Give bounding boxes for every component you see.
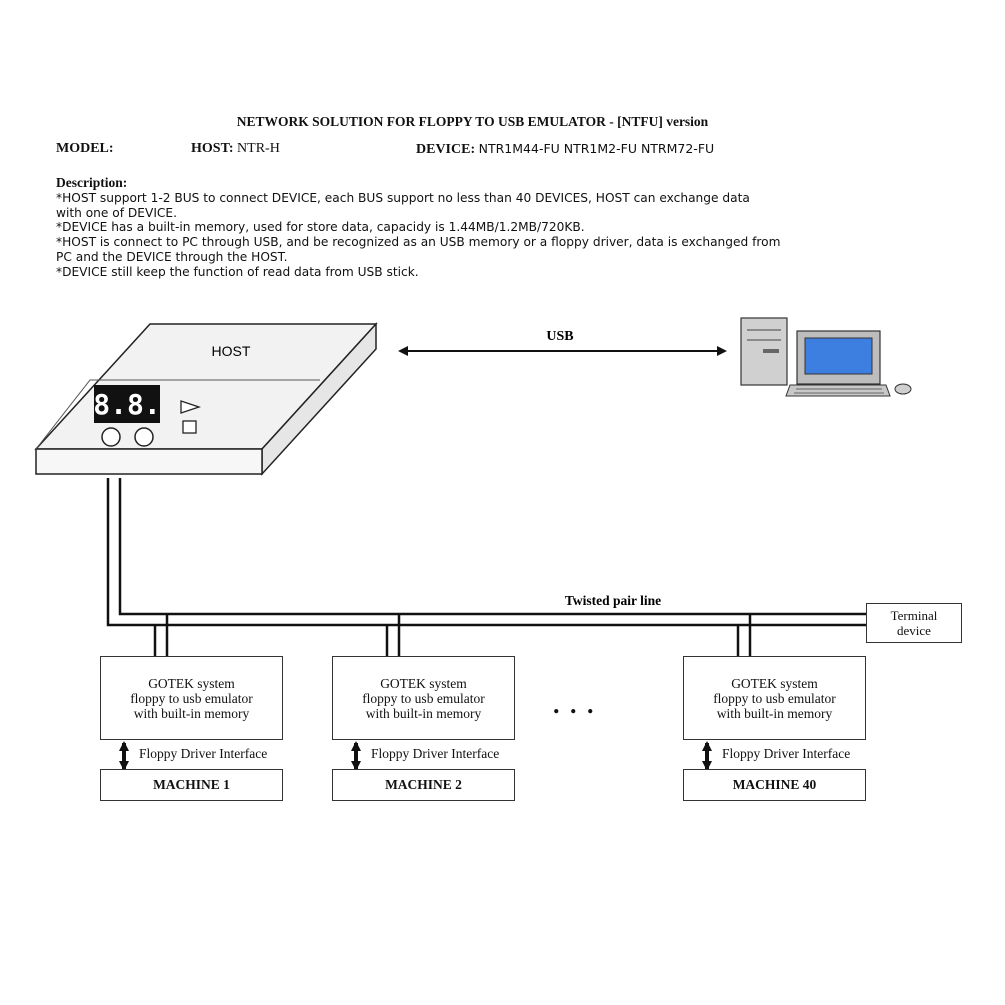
gotek-device-2: GOTEK system floppy to usb emulator with…	[332, 656, 515, 740]
device-line: with built-in memory	[133, 706, 250, 721]
device-line: with built-in memory	[365, 706, 482, 721]
host-display-digits: 8.8.	[93, 388, 160, 421]
description-line: *HOST is connect to PC through USB, and …	[56, 235, 781, 250]
pc-icon	[740, 317, 912, 397]
host-device: 8.8. HOST	[34, 322, 378, 476]
machine-1: MACHINE 1	[100, 769, 283, 801]
interface-label-2: Floppy Driver Interface	[371, 746, 500, 761]
host-label: HOST	[212, 343, 251, 359]
description-line: with one of DEVICE.	[56, 205, 178, 220]
ellipsis: . . .	[553, 690, 596, 719]
interface-label-1: Floppy Driver Interface	[139, 746, 268, 761]
device-line: GOTEK system	[148, 676, 235, 691]
machine-2: MACHINE 2	[332, 769, 515, 801]
interface-label-40: Floppy Driver Interface	[722, 746, 851, 761]
device-line: with built-in memory	[716, 706, 833, 721]
terminal-label-line: Terminal	[890, 608, 938, 623]
device-model-value: NTR1M44-FU NTR1M2-FU NTRM72-FU	[478, 141, 715, 156]
terminal-label-line: device	[897, 623, 931, 638]
device-line: GOTEK system	[731, 676, 818, 691]
device-line: floppy to usb emulator	[130, 691, 253, 706]
device-line: floppy to usb emulator	[713, 691, 836, 706]
device-line: floppy to usb emulator	[362, 691, 485, 706]
host-model-label: HOST:	[191, 141, 234, 156]
gotek-device-40: GOTEK system floppy to usb emulator with…	[683, 656, 866, 740]
description-line: *DEVICE still keep the function of read …	[56, 264, 419, 279]
description: Description: *HOST support 1-2 BUS to co…	[56, 175, 781, 280]
usb-label: USB	[546, 329, 573, 344]
host-display	[94, 385, 160, 423]
host-button-right	[134, 427, 154, 447]
device-model: DEVICE: NTR1M44-FU NTR1M2-FU NTRM72-FU	[416, 141, 714, 158]
device-model-label: DEVICE:	[416, 142, 476, 157]
description-heading: Description:	[56, 175, 128, 190]
page-title: NETWORK SOLUTION FOR FLOPPY TO USB EMULA…	[236, 114, 709, 129]
host-model: HOST: NTR-H	[191, 141, 280, 157]
twisted-pair-line	[106, 478, 866, 656]
host-model-value: NTR-H	[237, 141, 280, 156]
machine-40: MACHINE 40	[683, 769, 866, 801]
device-line: GOTEK system	[380, 676, 467, 691]
twisted-pair-label: Twisted pair line	[565, 593, 661, 608]
host-button-left	[101, 427, 121, 447]
model-label: MODEL:	[56, 141, 114, 156]
terminal-device-box: Terminal device	[866, 603, 962, 643]
play-icon	[180, 400, 202, 414]
gotek-device-1: GOTEK system floppy to usb emulator with…	[100, 656, 283, 740]
stop-icon	[182, 420, 197, 434]
description-line: *DEVICE has a built-in memory, used for …	[56, 220, 585, 235]
description-line: PC and the DEVICE through the HOST.	[56, 249, 288, 264]
description-line: *HOST support 1-2 BUS to connect DEVICE,…	[56, 190, 750, 205]
